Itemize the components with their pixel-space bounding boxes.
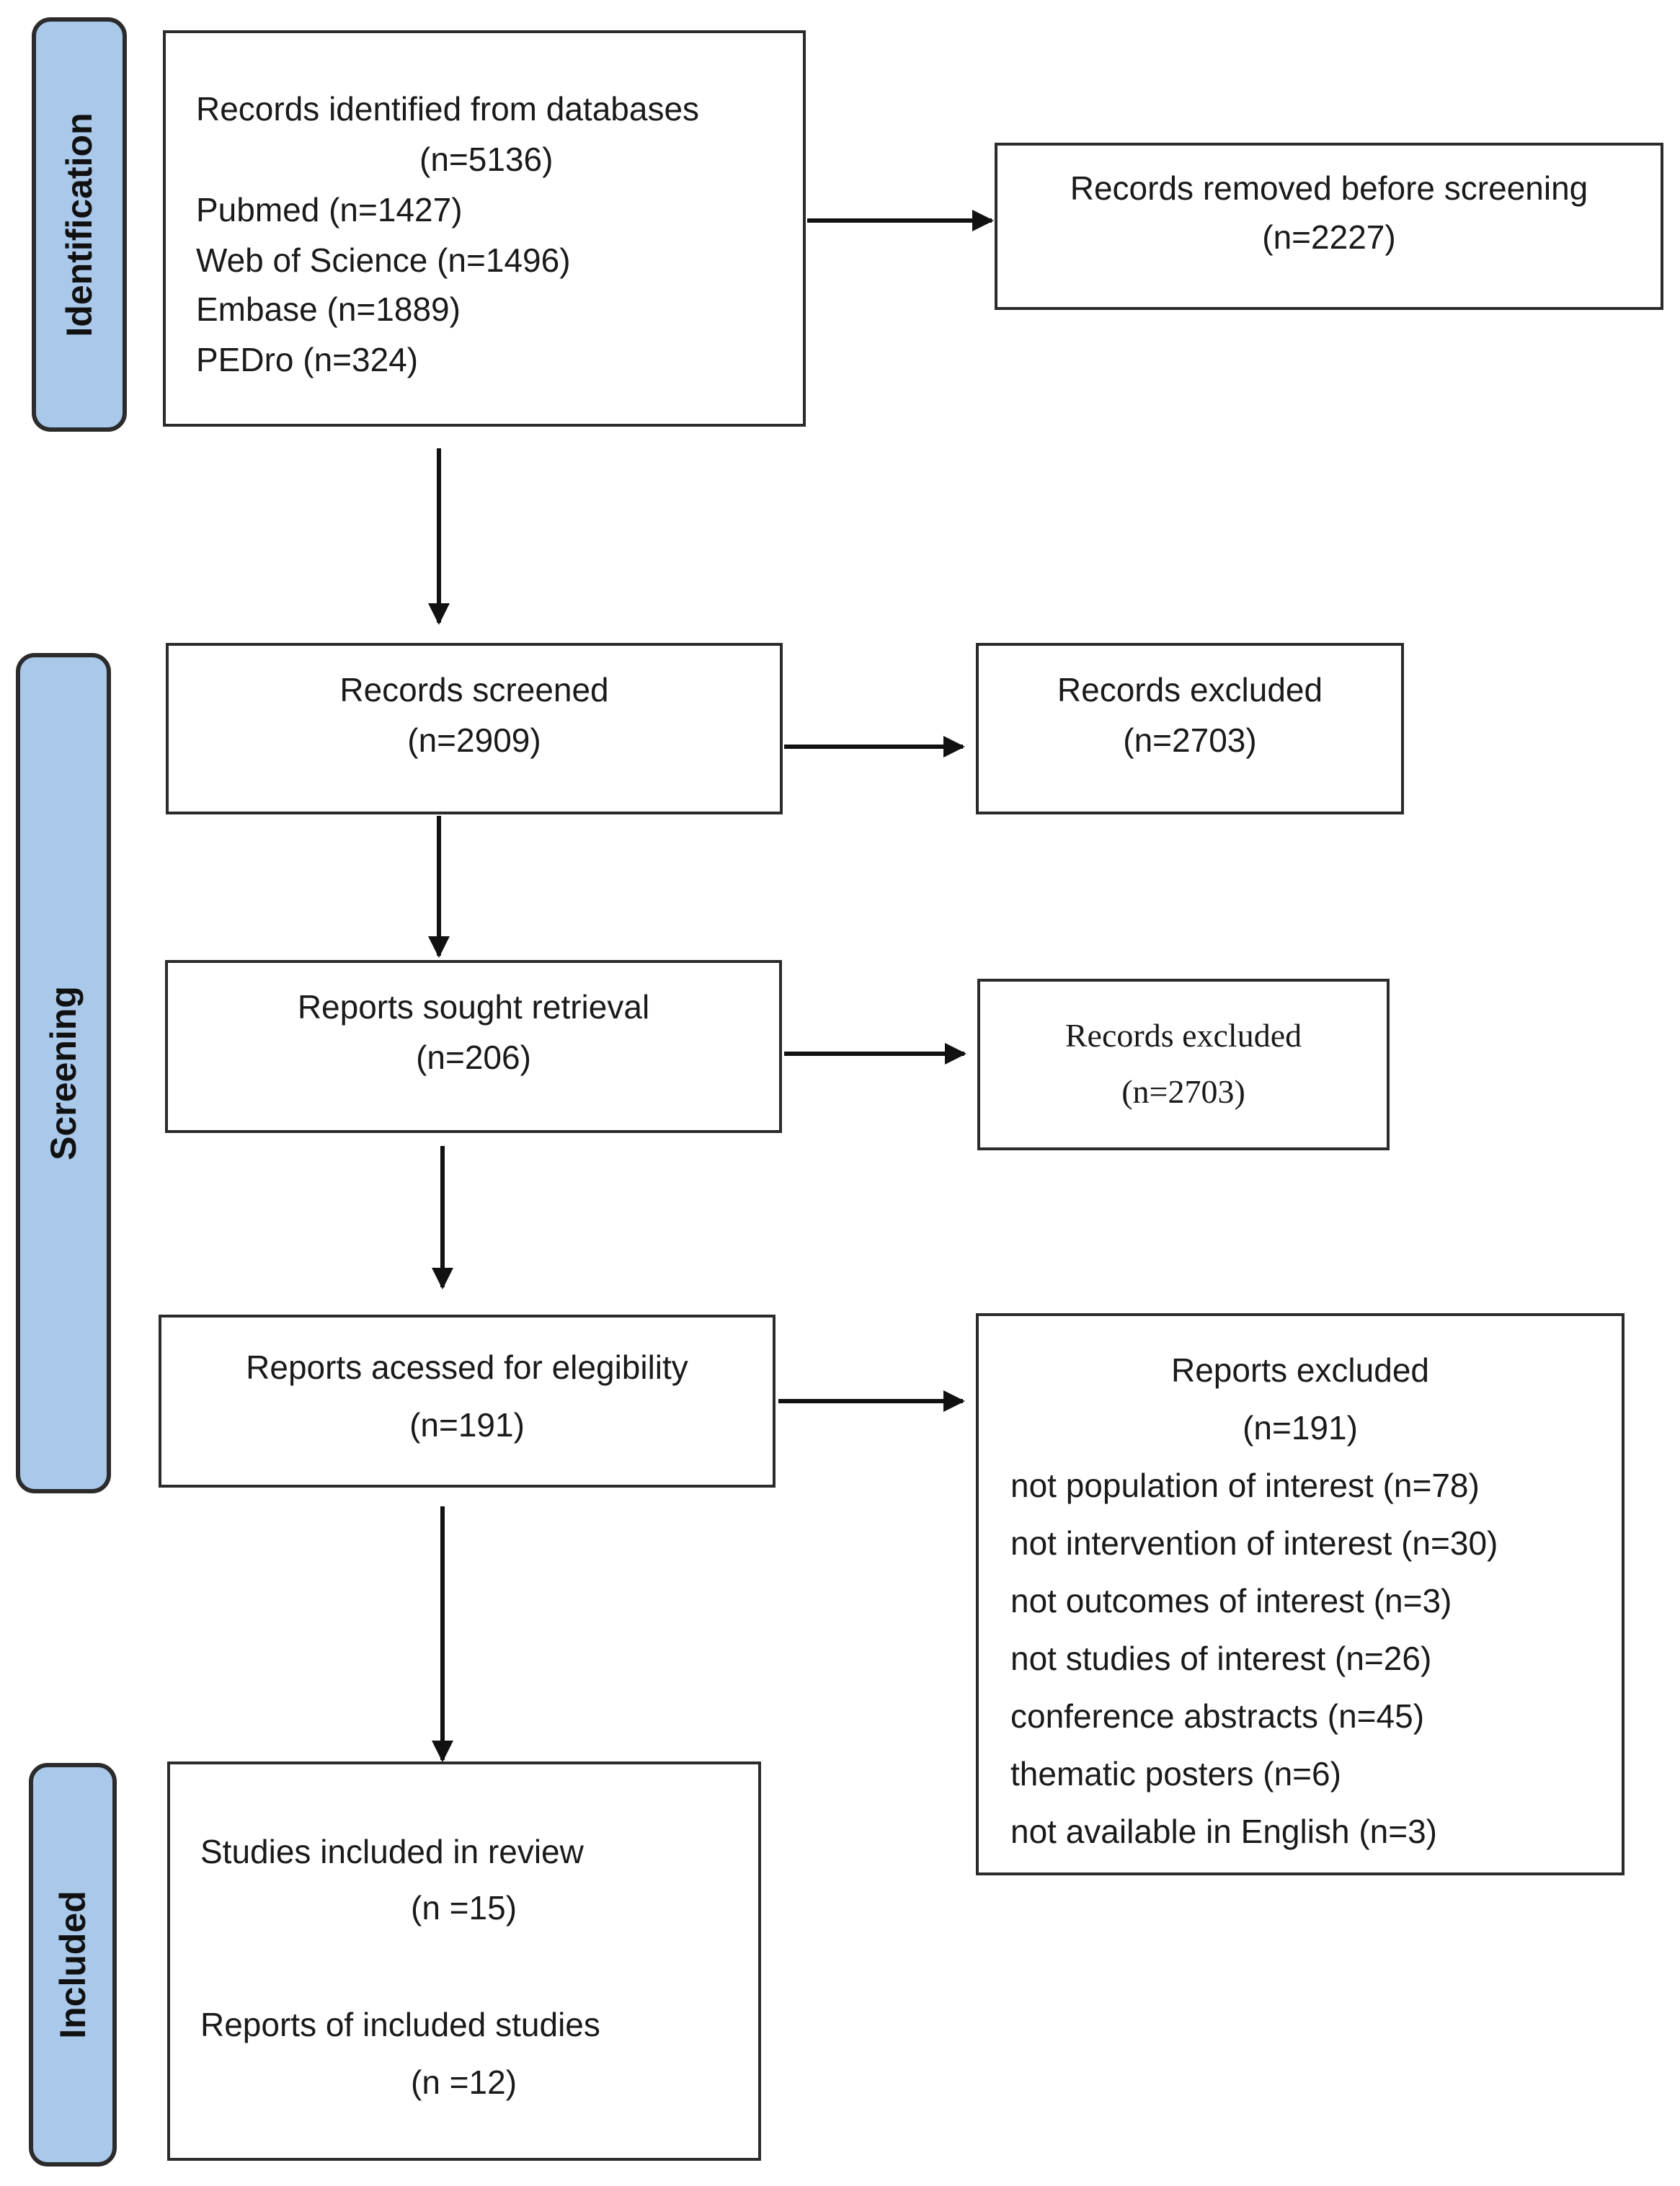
records-screened-title: Records screened bbox=[339, 671, 609, 708]
reports-assessed-count: (n=191) bbox=[409, 1406, 525, 1444]
studies-included-label: Studies included in review bbox=[200, 1833, 584, 1870]
reports-sought-count: (n=206) bbox=[416, 1039, 531, 1076]
records-excluded-screening-count: (n=2703) bbox=[1123, 721, 1257, 759]
reports-assessed-title: Reports acessed for elegibility bbox=[246, 1349, 688, 1386]
studies-included-box: Studies included in review (n =15) Repor… bbox=[167, 1761, 761, 2161]
source-web-of-science: Web of Science (n=1496) bbox=[196, 241, 571, 279]
source-pedro: PEDro (n=324) bbox=[196, 341, 419, 378]
records-identified-box: Records identified from databases (n=513… bbox=[163, 30, 806, 427]
exclusion-reason: not outcomes of interest (n=3) bbox=[1010, 1582, 1452, 1619]
reports-sought-box: Reports sought retrieval (n=206) bbox=[165, 960, 782, 1133]
records-identified-title: Records identified from databases bbox=[196, 90, 700, 128]
records-excluded-screening-box: Records excluded (n=2703) bbox=[976, 643, 1404, 814]
exclusion-reason: not intervention of interest (n=30) bbox=[1010, 1524, 1498, 1562]
exclusion-reason: not population of interest (n=78) bbox=[1010, 1467, 1480, 1504]
exclusion-reason: conference abstracts (n=45) bbox=[1010, 1697, 1425, 1735]
records-removed-count: (n=2227) bbox=[1262, 218, 1396, 256]
reports-sought-title: Reports sought retrieval bbox=[297, 988, 650, 1026]
records-excluded-retrieval-box: Records excluded (n=2703) bbox=[977, 979, 1390, 1150]
reports-excluded-box: Reports excluded (n=191) not population … bbox=[976, 1313, 1625, 1875]
records-excluded-screening-title: Records excluded bbox=[1057, 671, 1323, 708]
records-screened-count: (n=2909) bbox=[407, 721, 541, 759]
reports-assessed-box: Reports acessed for elegibility (n=191) bbox=[159, 1315, 775, 1488]
reports-included-count: (n =12) bbox=[411, 2063, 517, 2101]
exclusion-reason: not studies of interest (n=26) bbox=[1010, 1640, 1432, 1677]
records-removed-title: Records removed before screening bbox=[1070, 169, 1588, 207]
records-screened-box: Records screened (n=2909) bbox=[166, 643, 783, 814]
records-excluded-retrieval-count: (n=2703) bbox=[1121, 1073, 1245, 1110]
exclusion-reason: thematic posters (n=6) bbox=[1010, 1755, 1341, 1792]
records-removed-box: Records removed before screening (n=2227… bbox=[995, 143, 1663, 310]
source-embase: Embase (n=1889) bbox=[196, 290, 461, 328]
reports-excluded-count: (n=191) bbox=[1243, 1409, 1358, 1447]
studies-included-count: (n =15) bbox=[411, 1889, 517, 1927]
source-pubmed: Pubmed (n=1427) bbox=[196, 191, 463, 228]
records-excluded-retrieval-title: Records excluded bbox=[1065, 1017, 1302, 1054]
phase-screening: Screening bbox=[16, 653, 111, 1493]
exclusion-reason: not available in English (n=3) bbox=[1010, 1813, 1437, 1850]
reports-excluded-title: Reports excluded bbox=[1171, 1351, 1429, 1389]
reports-included-label: Reports of included studies bbox=[200, 2006, 600, 2043]
phase-included: Included bbox=[29, 1763, 117, 2167]
records-identified-count: (n=5136) bbox=[419, 141, 554, 178]
phase-identification: Identification bbox=[32, 17, 127, 432]
